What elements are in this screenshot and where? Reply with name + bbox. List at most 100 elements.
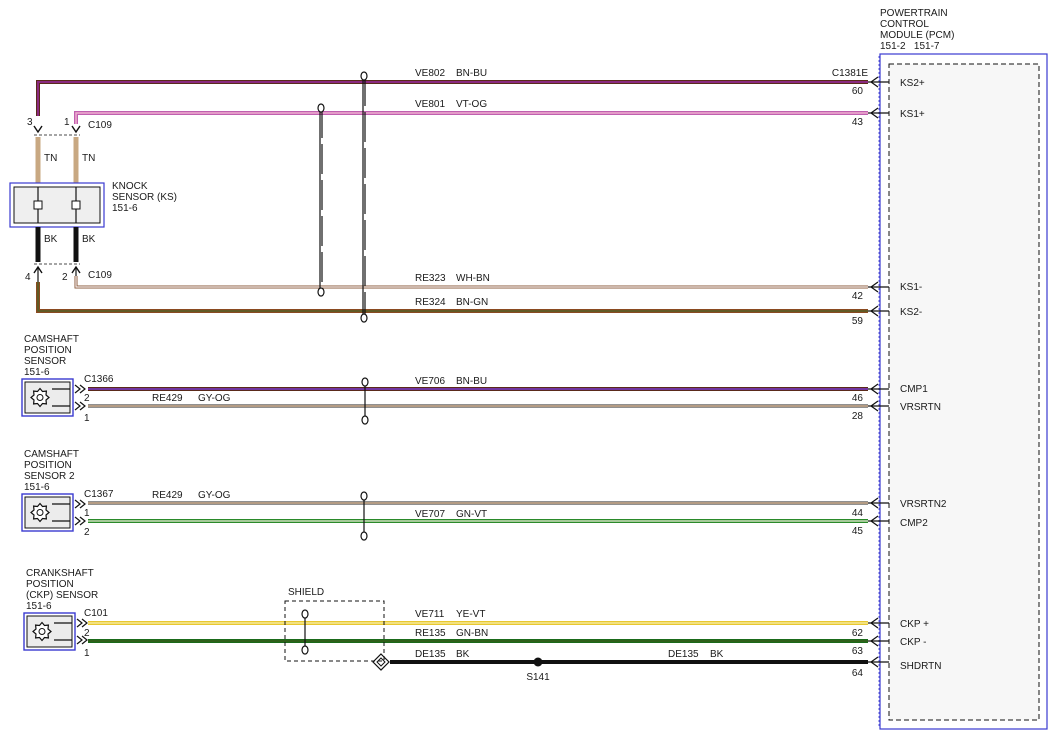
wire-ve706-color: BN-BU: [456, 376, 487, 387]
pcm-title-line-2: CONTROL: [880, 19, 929, 30]
cmp1-connector: C1366: [84, 374, 114, 385]
wire-ve801-pin: 43: [852, 117, 864, 128]
gear-hub: [38, 628, 46, 635]
knock-sensor-pin-2: 2: [62, 272, 68, 283]
wire-re135-pin-62: 62: [852, 628, 864, 639]
knock-top-pin1-arrow: [71, 125, 81, 134]
knock-wire-bk-right-label: BK: [82, 234, 96, 245]
ckp-name-3: (CKP) SENSOR: [26, 590, 98, 601]
pcm-inner-box: [888, 63, 1040, 721]
pcm-pin-ks2m: KS2-: [900, 307, 922, 318]
pcm-pin-ckpm: CKP -: [900, 637, 927, 648]
wire-re324-circuit: RE324: [415, 297, 446, 308]
wire-ve706: VE706 BN-BU 46: [88, 376, 868, 404]
wire-re135: RE135 GN-BN 62: [88, 628, 868, 643]
wire-ve802: VE802 BN-BU 60: [36, 68, 868, 116]
sensor-connector-arrow: [74, 384, 86, 394]
pcm-pin-ckpp: CKP +: [900, 619, 929, 630]
wire-ve711-circuit: VE711: [415, 609, 445, 620]
twisted-pair-marker-ks-inner: [317, 103, 325, 297]
wire-re324-color: BN-GN: [456, 297, 488, 308]
pcm-title-line-3: MODULE (PCM): [880, 30, 954, 41]
wire-de135b-circuit: DE135: [668, 649, 699, 660]
cmp1-pin-2: 2: [84, 393, 90, 404]
ckp-name-2: POSITION: [26, 579, 74, 590]
wire-de135: DE135 BK DE135 BK 63 64: [390, 646, 868, 679]
sensor-connector-arrow: [76, 635, 88, 645]
ckp-pin-2: 2: [84, 628, 90, 639]
ckp-name-1: CRANKSHAFT: [26, 568, 94, 579]
knock-sensor-connector-top: C109: [88, 120, 112, 131]
pcm-pin-ks1m: KS1-: [900, 282, 922, 293]
wire-re323-circuit: RE323: [415, 273, 446, 284]
wire-ve707-pin: 45: [852, 526, 864, 537]
wire-layer: VE802 BN-BU 60 VE801 VT-OG 43 RE323 WH-B…: [36, 68, 889, 683]
wire-ve802-pin: 60: [852, 86, 864, 97]
splice-s141-label: S141: [526, 672, 550, 683]
ckp-name-4: 151-6: [26, 601, 52, 612]
knock-sensor-name-2: SENSOR (KS): [112, 192, 177, 203]
cmp2-pin-1: 1: [84, 508, 90, 519]
knock-sensor-element-right: [71, 200, 81, 210]
pcm-pin-arrows: [868, 76, 889, 668]
cmp2-connector: C1367: [84, 489, 114, 500]
pcm-title-line-4: 151-2 151-7: [880, 41, 940, 52]
knock-sensor-pin-1: 1: [64, 117, 70, 128]
pcm-pin-vrsrtn: VRSRTN: [900, 402, 941, 413]
wire-re135-circuit: RE135: [415, 628, 446, 639]
sensor-connector-arrow: [74, 516, 86, 526]
wire-re323: RE323 WH-BN 42: [74, 273, 868, 302]
knock-sensor-name-1: KNOCK: [112, 181, 148, 192]
twisted-pair-marker-cmp1: [361, 377, 369, 425]
knock-top-pin3-arrow: [33, 125, 43, 134]
pcm-pin-ks2p: KS2+: [900, 78, 925, 89]
camshaft-sensor-2: CAMSHAFT POSITION SENSOR 2 151-6 C1367 1…: [21, 449, 114, 538]
sensor-connector-arrow: [74, 401, 86, 411]
wire-ve706-circuit: VE706: [415, 376, 445, 387]
pcm-module: POWERTRAIN CONTROL MODULE (PCM) 151-2 15…: [832, 8, 1048, 730]
wire-re429b-circuit: RE429: [152, 490, 183, 501]
sensor-connector-arrow: [76, 618, 88, 628]
wire-ve711-color: YE-VT: [456, 609, 485, 620]
wire-ve707: VE707 GN-VT 45: [88, 509, 868, 537]
wire-ve801: VE801 VT-OG 43: [74, 99, 868, 128]
sensor-connector-arrow: [74, 499, 86, 509]
wire-de135-pin-64: 64: [852, 668, 864, 679]
wire-de135a-circuit: DE135: [415, 649, 446, 660]
cmp1-name-1: CAMSHAFT: [24, 334, 79, 345]
gear-hub: [36, 509, 44, 516]
wire-ve802-color: BN-BU: [456, 68, 487, 79]
knock-sensor-name-3: 151-6: [112, 203, 138, 214]
twisted-pair-marker-cmp2: [360, 491, 368, 541]
wire-re429a: RE429 GY-OG 28: [88, 393, 868, 422]
twisted-pair-marker-ks-outer: [360, 71, 368, 323]
splice-s141: S141: [526, 657, 550, 683]
pcm-pin-vrsrtn2: VRSRTN2: [900, 499, 947, 510]
wire-ve706-pin: 46: [852, 393, 864, 404]
knock-sensor-pin-4: 4: [25, 272, 31, 283]
knock-sensor-body: [13, 186, 101, 224]
wire-re323-color: WH-BN: [456, 273, 490, 284]
wire-ve802-circuit: VE802: [415, 68, 445, 79]
pcm-pin-cmp2: CMP2: [900, 518, 928, 529]
cmp1-name-4: 151-6: [24, 367, 50, 378]
wire-re429b: RE429 GY-OG 44: [88, 490, 868, 519]
wire-re429a-pin: 28: [852, 411, 864, 422]
ckp-pin-1: 1: [84, 648, 90, 659]
wire-ve707-color: GN-VT: [456, 509, 487, 520]
wire-re323-pin: 42: [852, 291, 864, 302]
pcm-pin-shdrtn: SHDRTN: [900, 661, 941, 672]
pcm-title-line-1: POWERTRAIN: [880, 8, 948, 19]
ckp-connector: C101: [84, 608, 108, 619]
knock-sensor: KNOCK SENSOR (KS) 151-6 3 1 C109 TN TN B…: [9, 117, 177, 283]
cmp2-name-1: CAMSHAFT: [24, 449, 79, 460]
cmp1-name-2: POSITION: [24, 345, 72, 356]
wire-de135b-color: BK: [710, 649, 724, 660]
wire-re324-pin: 59: [852, 316, 864, 327]
wire-de135-pin-63: 63: [852, 646, 864, 657]
wire-re135-color: GN-BN: [456, 628, 488, 639]
wire-re429b-color: GY-OG: [198, 490, 231, 501]
wire-ve707-circuit: VE707: [415, 509, 445, 520]
